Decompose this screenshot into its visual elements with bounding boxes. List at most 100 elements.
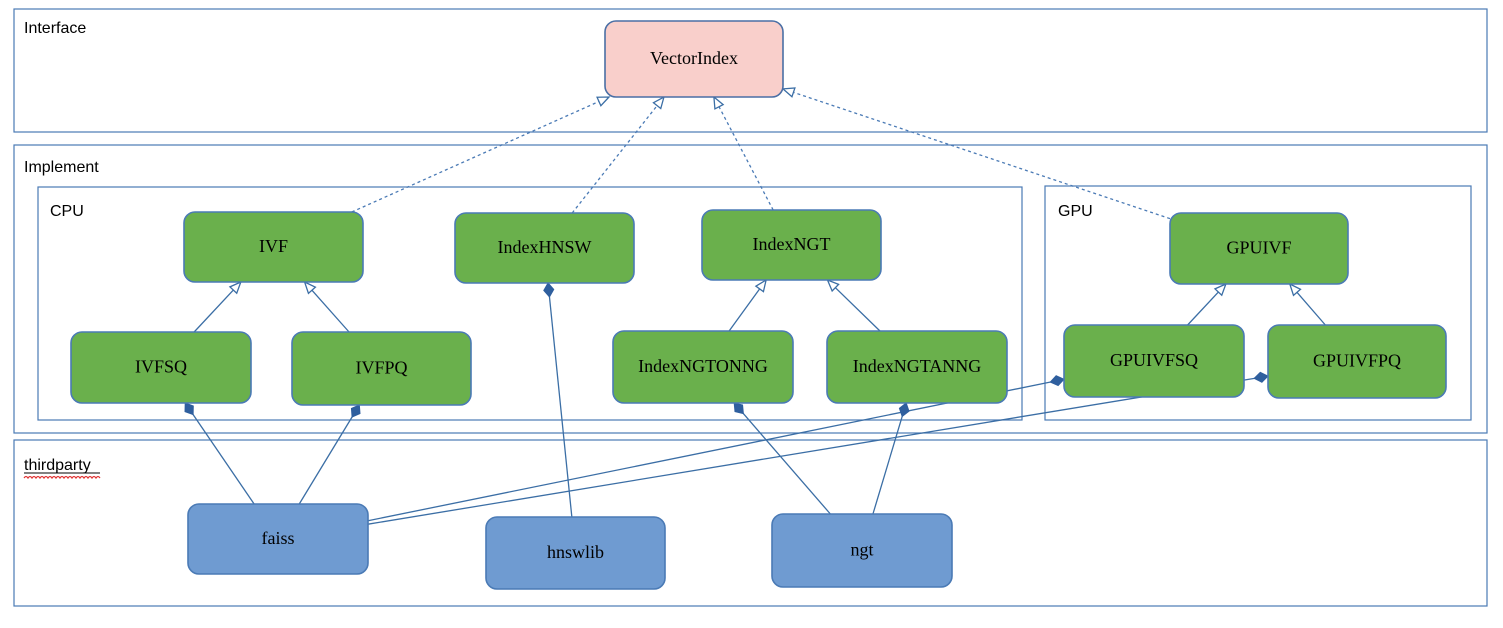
- node-gpuivfsq[interactable]: GPUIVFSQ: [1063, 324, 1245, 398]
- edge-line-e-hnswlib-indexhnsw: [548, 295, 573, 518]
- arrowhead-filled-diamond-icon: [733, 402, 744, 415]
- arrowhead-hollow-triangle-icon: [781, 87, 796, 98]
- group-label-thirdparty: thirdparty: [24, 457, 91, 474]
- node-ivfsq[interactable]: IVFSQ: [70, 331, 252, 404]
- node-box-hnswlib[interactable]: [485, 516, 666, 590]
- edge-line-e-faiss-ivfpq: [298, 415, 354, 505]
- arrowhead-hollow-triangle-icon: [303, 280, 317, 295]
- node-label-indexngtonng: IndexNGTONNG: [638, 356, 768, 376]
- node-box-indexngt[interactable]: [701, 209, 882, 281]
- arrowhead-hollow-triangle-icon: [1288, 282, 1302, 297]
- node-indexngtanng[interactable]: IndexNGTANNG: [826, 330, 1008, 404]
- node-box-gpuivfsq[interactable]: [1063, 324, 1245, 398]
- edge-e-indexhnsw-vectorindex: [571, 95, 665, 214]
- edge-line-e-ivfpq-ivf: [311, 289, 350, 333]
- node-label-ivfpq: IVFPQ: [355, 358, 407, 378]
- node-indexhnsw[interactable]: IndexHNSW: [454, 212, 635, 284]
- node-label-faiss: faiss: [262, 528, 295, 548]
- node-vectorindex[interactable]: VectorIndex: [604, 20, 784, 98]
- node-box-ngt[interactable]: [771, 513, 953, 588]
- arrowhead-filled-diamond-icon: [1253, 371, 1269, 383]
- node-ngt[interactable]: ngt: [771, 513, 953, 588]
- node-box-indexngtonng[interactable]: [612, 330, 794, 404]
- edge-e-faiss-gpuivfpq: [367, 371, 1269, 525]
- edge-line-e-gpuivfpq-gpuivf: [1296, 291, 1326, 326]
- edge-line-e-indexhnsw-vectorindex: [571, 105, 658, 214]
- edge-e-ivfpq-ivf: [303, 280, 350, 333]
- node-label-indexhnsw: IndexHNSW: [498, 237, 592, 257]
- node-label-vectorindex: VectorIndex: [650, 48, 738, 68]
- node-gpuivf[interactable]: GPUIVF: [1169, 212, 1349, 285]
- edge-line-e-indexngtanng-indexngt: [834, 287, 881, 332]
- node-box-ivfsq[interactable]: [70, 331, 252, 404]
- node-label-ivfsq: IVFSQ: [135, 357, 187, 377]
- arrowhead-hollow-triangle-icon: [596, 96, 611, 107]
- arrowhead-filled-diamond-icon: [350, 404, 361, 418]
- edge-e-faiss-ivfsq: [184, 402, 255, 505]
- arrowhead-filled-diamond-icon: [898, 402, 910, 418]
- arrowhead-filled-diamond-icon: [1049, 375, 1065, 387]
- arrowhead-hollow-triangle-icon: [713, 95, 725, 110]
- edge-e-ngt-indexngtanng: [872, 402, 910, 515]
- edge-line-e-ivfsq-ivf: [193, 289, 234, 333]
- node-label-ivf: IVF: [259, 236, 288, 256]
- node-label-indexngt: IndexNGT: [753, 234, 831, 254]
- arrowhead-filled-diamond-icon: [184, 402, 194, 416]
- node-label-gpuivfsq: GPUIVFSQ: [1110, 350, 1198, 370]
- node-box-ivfpq[interactable]: [291, 331, 472, 406]
- node-box-gpuivf[interactable]: [1169, 212, 1349, 285]
- edge-e-indexngt-vectorindex: [713, 95, 774, 211]
- node-hnswlib[interactable]: hnswlib: [485, 516, 666, 590]
- edge-e-gpuivfsq-gpuivf: [1187, 282, 1228, 326]
- node-label-hnswlib: hnswlib: [547, 542, 604, 562]
- edge-e-ivfsq-ivf: [193, 280, 242, 333]
- edge-line-e-indexngt-vectorindex: [718, 106, 774, 211]
- group-label-gpu: GPU: [1058, 203, 1093, 220]
- node-box-vectorindex[interactable]: [604, 20, 784, 98]
- edge-e-faiss-gpuivfsq: [367, 375, 1065, 522]
- group-label-implement: Implement: [24, 159, 99, 176]
- edge-e-ngt-indexngtonng: [733, 402, 831, 515]
- group-label-interface: Interface: [24, 20, 86, 37]
- node-ivfpq[interactable]: IVFPQ: [291, 331, 472, 406]
- edge-line-e-faiss-gpuivfpq: [367, 377, 1256, 525]
- edge-line-e-ngt-indexngtanng: [872, 415, 904, 515]
- edge-e-gpuivf-vectorindex: [781, 87, 1171, 220]
- node-box-faiss[interactable]: [187, 503, 369, 575]
- arrowhead-hollow-triangle-icon: [652, 95, 665, 110]
- node-box-indexhnsw[interactable]: [454, 212, 635, 284]
- edge-e-faiss-ivfpq: [298, 404, 361, 505]
- edge-line-e-gpuivf-vectorindex: [793, 91, 1171, 220]
- node-box-ivf[interactable]: [183, 211, 364, 283]
- node-label-gpuivfpq: GPUIVFPQ: [1313, 351, 1401, 371]
- node-box-indexngtanng[interactable]: [826, 330, 1008, 404]
- arrowhead-hollow-triangle-icon: [1213, 282, 1228, 297]
- edges-layer: [184, 87, 1326, 525]
- node-indexngt[interactable]: IndexNGT: [701, 209, 882, 281]
- edge-e-indexngtonng-indexngt: [728, 278, 768, 332]
- group-label-cpu: CPU: [50, 203, 84, 220]
- node-box-gpuivfpq[interactable]: [1267, 324, 1447, 399]
- edge-e-hnswlib-indexhnsw: [543, 282, 573, 518]
- node-gpuivfpq[interactable]: GPUIVFPQ: [1267, 324, 1447, 399]
- node-indexngtonng[interactable]: IndexNGTONNG: [612, 330, 794, 404]
- edge-e-indexngtanng-indexngt: [826, 278, 881, 332]
- arrowhead-filled-diamond-icon: [543, 282, 555, 298]
- edge-line-e-indexngtonng-indexngt: [728, 288, 761, 332]
- node-faiss[interactable]: faiss: [187, 503, 369, 575]
- node-label-indexngtanng: IndexNGTANNG: [853, 356, 982, 376]
- node-label-gpuivf: GPUIVF: [1226, 238, 1291, 258]
- edge-e-ivf-vectorindex: [351, 96, 611, 213]
- arrowhead-hollow-triangle-icon: [754, 278, 768, 293]
- edge-line-e-ngt-indexngtonng: [742, 412, 831, 515]
- edge-line-e-gpuivfsq-gpuivf: [1187, 291, 1219, 326]
- edge-e-gpuivfpq-gpuivf: [1288, 282, 1326, 326]
- arrowhead-hollow-triangle-icon: [228, 280, 242, 295]
- spellcheck-squiggle-thirdparty: [23, 475, 101, 480]
- node-ivf[interactable]: IVF: [183, 211, 364, 283]
- edge-line-e-faiss-gpuivfsq: [367, 381, 1052, 522]
- arrowhead-hollow-triangle-icon: [826, 278, 840, 293]
